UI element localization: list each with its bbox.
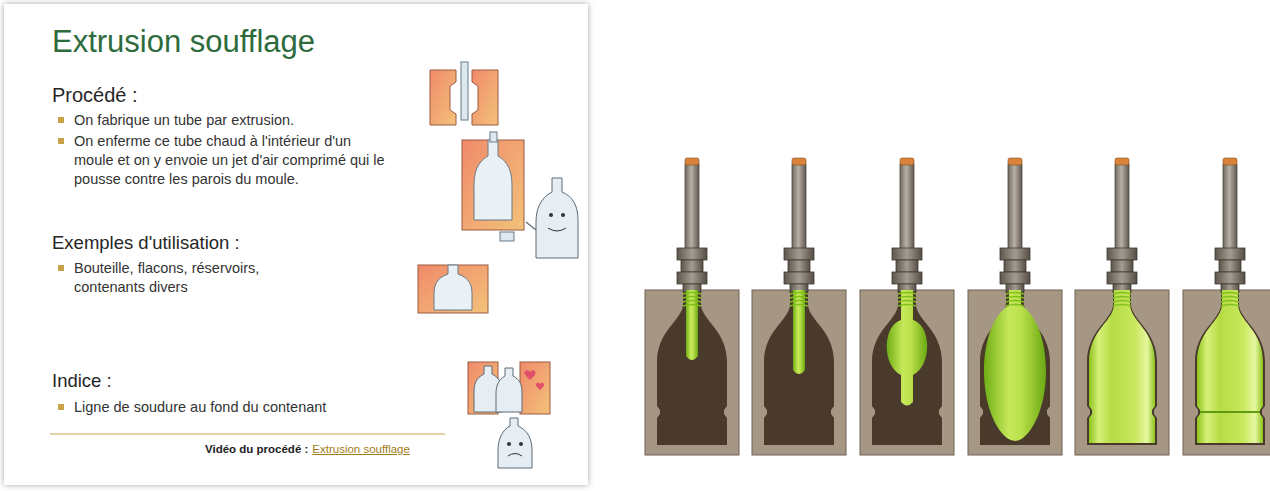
cartoon-open-mold [430,62,498,125]
bullet-text: Bouteille, flacons, réservoirs, contenan… [74,259,314,297]
section-heading: Procédé : [52,84,138,107]
bullet-marker [58,404,64,410]
stage-2 [752,158,846,455]
footer-line: Vidéo du procédé : Extrusion soufflage [205,443,410,455]
cartoon-mold-cavity [418,265,488,313]
cartoon-bottle-characters [468,362,550,468]
stage-4 [968,158,1062,455]
bullet-text: On enferme ce tube chaud à l'intérieur d… [74,132,392,189]
bullet-text: On fabrique un tube par extrusion. [74,111,414,130]
bullet-text: Ligne de soudure au fond du contenant [74,398,434,417]
slide-title: Extrusion soufflage [52,24,315,60]
stage-1 [645,158,739,455]
section-heading: Exemples d'utilisation : [52,232,240,254]
section-heading: Indice : [52,370,112,392]
stage-3 [860,158,954,455]
cartoon-closed-mold [462,132,578,258]
footer-text: Vidéo du procédé : [205,443,308,455]
video-link: Extrusion soufflage [312,443,410,455]
bullet-marker [58,265,64,271]
stage-5 [1075,158,1169,455]
bullet-marker [58,138,64,144]
separator-line [50,433,445,434]
stage-6 [1183,158,1270,455]
bullet-marker [58,117,64,123]
